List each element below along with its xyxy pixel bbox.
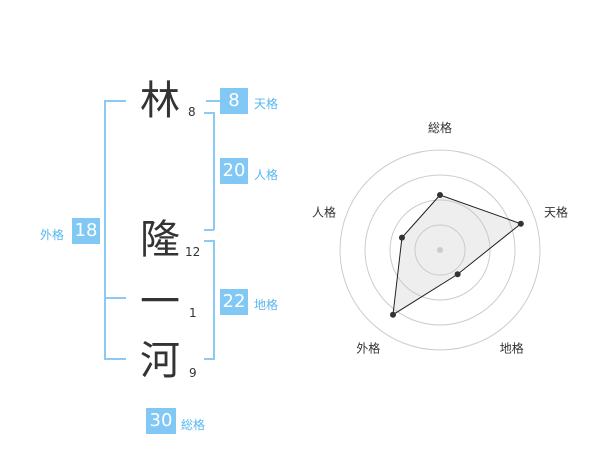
radar-axis-label-4: 外格 [356, 341, 380, 356]
name-char-4: 河 [140, 338, 180, 384]
name-char-3: 一 [140, 279, 180, 325]
name-char-1: 林 [140, 78, 180, 124]
radar-point-1 [437, 192, 443, 198]
radar-point-4 [389, 311, 396, 318]
gaikaku-badge: 18 [72, 218, 100, 244]
radar-area [392, 194, 522, 316]
radar-ring-2 [389, 199, 491, 301]
radar-center [437, 247, 443, 253]
chikaku-label: 地格 [254, 298, 279, 312]
radar-axis-label-5: 人格 [312, 204, 336, 219]
jinkaku-label: 人格 [254, 168, 279, 182]
stroke-count-2: 12 [185, 245, 201, 259]
stroke-count-3: 1 [189, 306, 197, 320]
radar-ring-4 [339, 149, 541, 351]
radar-axis-label-2: 天格 [544, 204, 568, 219]
tenkaku-connector [206, 100, 220, 102]
chikaku-badge: 22 [220, 289, 248, 315]
soukaku-label: 総格 [181, 418, 206, 432]
radar-axis-label-3: 地格 [500, 341, 524, 356]
stroke-count-4: 9 [189, 366, 197, 380]
gaikaku-label: 外格 [40, 228, 65, 242]
radar-ring-3 [364, 174, 516, 326]
radar-grid [339, 149, 541, 351]
name-char-2: 隆 [140, 217, 180, 263]
tenkaku-badge: 8 [220, 88, 248, 114]
radar-point-2 [517, 220, 524, 227]
tenkaku-label: 天格 [254, 97, 279, 111]
stroke-count-1: 8 [188, 105, 196, 119]
radar-point-3 [454, 271, 461, 278]
radar-point-5 [398, 234, 405, 241]
radar-axis-label-1: 総格 [428, 120, 452, 135]
jinkaku-badge: 20 [220, 158, 248, 184]
soukaku-badge: 30 [146, 408, 176, 434]
radar-ring-1 [414, 224, 466, 276]
